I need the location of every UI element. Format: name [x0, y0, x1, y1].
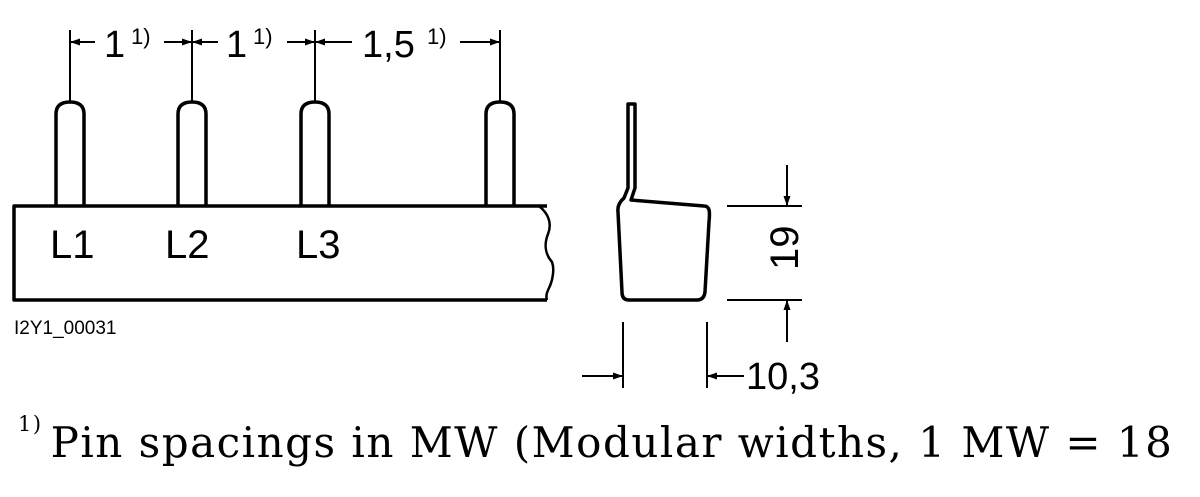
width-dimension-label: 10,3: [746, 356, 820, 398]
height-dimension-label: 19: [763, 226, 807, 271]
drawing-code: I2Y1_00031: [14, 318, 117, 339]
phase-label-l1: L1: [50, 223, 95, 267]
pin-l1: [54, 100, 86, 206]
spacing-footnote-mark-2: 1): [253, 24, 273, 49]
side-dimension-lines: [582, 165, 802, 388]
pin-4: [484, 100, 516, 206]
phase-label-l3: L3: [296, 223, 341, 267]
busbar-body: [12, 204, 555, 302]
pin-l3: [299, 100, 331, 206]
spacing-label-2: 1: [226, 24, 247, 66]
spacing-footnote-mark-3: 1): [427, 24, 447, 49]
spacing-label-1: 1: [104, 24, 125, 66]
footnote-text: Pin spacings in MW (Modular widths, 1 MW…: [50, 418, 1174, 467]
footnote-mark: 1): [18, 412, 43, 436]
busbar-diagram: 1 1) 1 1) 1,5 1) L1 L2 L3 I2Y1_00031 19 …: [12, 24, 820, 398]
phase-label-l2: L2: [165, 223, 210, 267]
spacing-dimension-lines: [69, 30, 501, 102]
footnote: 1) Pin spacings in MW (Modular widths, 1 …: [18, 412, 1174, 467]
pin-l2: [176, 100, 208, 206]
spacing-footnote-mark-1: 1): [131, 24, 151, 49]
side-profile: [616, 102, 712, 302]
pins: [54, 100, 516, 206]
spacing-label-3: 1,5: [362, 24, 415, 66]
